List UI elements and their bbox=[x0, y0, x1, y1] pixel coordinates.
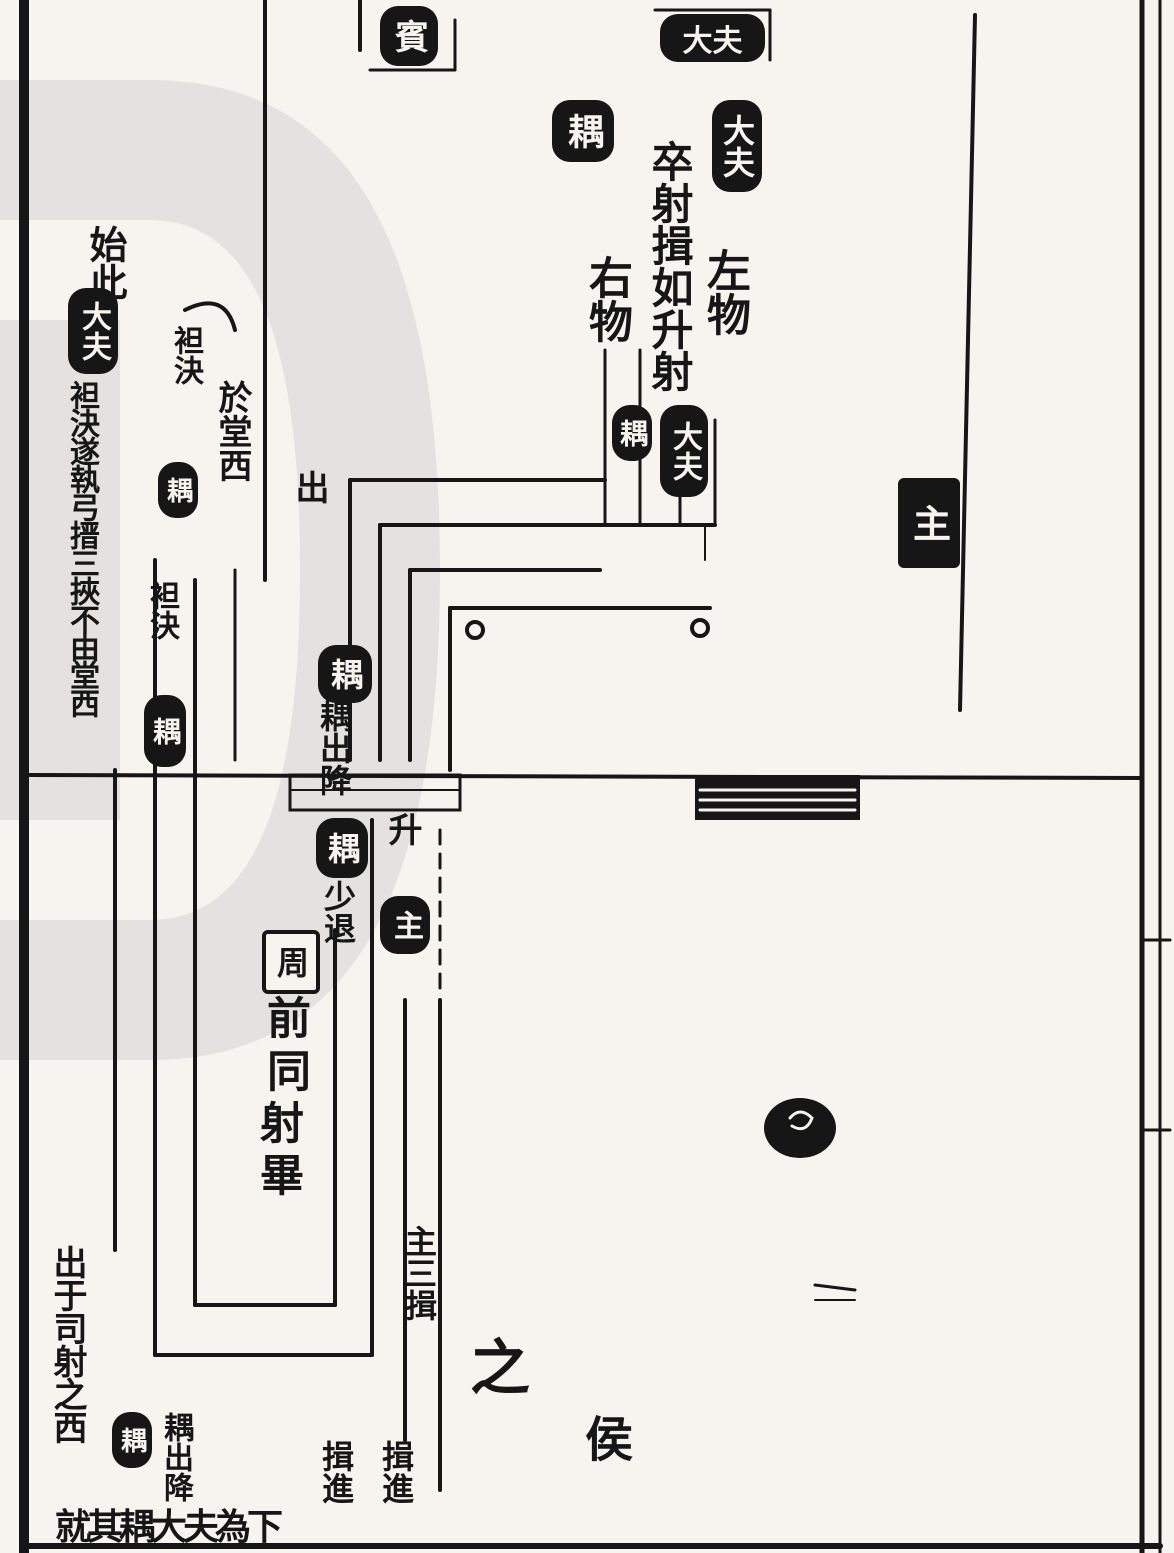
label-left-long: 袒決遂執弓搢三挾不由堂西 bbox=[64, 380, 99, 716]
label-ou-bottom-text: 耦出降 bbox=[158, 1412, 193, 1502]
seal-ou-3: 耦 bbox=[318, 645, 372, 703]
seal-dafu-top: 大夫 bbox=[660, 14, 765, 62]
seal-dafu-mid: 大夫 bbox=[712, 100, 762, 192]
seal-ou-2: 耦 bbox=[144, 695, 186, 767]
label-hou: 侯 bbox=[585, 1412, 634, 1468]
seal-dafu-small: 大夫 bbox=[660, 405, 708, 497]
seal-dafu-left: 大夫 bbox=[68, 288, 118, 374]
label-xian: 前 bbox=[259, 995, 310, 1039]
label-bian-2: 袒決 bbox=[144, 580, 179, 640]
seal-zhou: 周 bbox=[262, 930, 320, 994]
label-bottom-a: 就其耦大夫為下 bbox=[55, 1506, 283, 1548]
label-shi-zhi: 始此 bbox=[83, 225, 128, 301]
label-you-wu: 右物 bbox=[581, 255, 632, 343]
seal-ou-top: 耦 bbox=[552, 100, 614, 162]
label-shaotui: 少退 bbox=[319, 880, 357, 944]
label-zuo-wu: 左物 bbox=[699, 248, 750, 336]
label-bottom-b2: 揖進 bbox=[377, 1440, 415, 1504]
label-bi: 畢 bbox=[252, 1152, 303, 1196]
label-bottom-b: 揖進 bbox=[317, 1440, 355, 1504]
label-she: 射 bbox=[252, 1100, 303, 1144]
seal-ou-mid: 耦 bbox=[158, 462, 198, 518]
label-hui: 同 bbox=[259, 1048, 310, 1092]
seal-ou-4: 耦 bbox=[316, 818, 368, 878]
label-zhi: 之 bbox=[470, 1334, 530, 1404]
label-zu-she: 卒射揖如升射 bbox=[645, 140, 694, 392]
label-ou-xiang: 耦出降 bbox=[315, 700, 353, 796]
seal-zhu-2: 主 bbox=[380, 896, 430, 954]
label-tang: 於堂西 bbox=[212, 380, 252, 482]
label-bian: 袒決 bbox=[168, 325, 203, 385]
label-chu-yu: 出于司射之西 bbox=[47, 1245, 87, 1443]
seal-ou-bottom: 耦 bbox=[112, 1412, 152, 1468]
label-zhu-xiang: 主三揖 bbox=[400, 1225, 438, 1321]
seal-bin: 賓 bbox=[380, 6, 438, 66]
label-sheng: 升 bbox=[382, 812, 422, 846]
seal-ou-small: 耦 bbox=[612, 405, 652, 461]
seal-zhu: 主 bbox=[898, 478, 960, 568]
label-chu: 出 bbox=[289, 470, 329, 504]
